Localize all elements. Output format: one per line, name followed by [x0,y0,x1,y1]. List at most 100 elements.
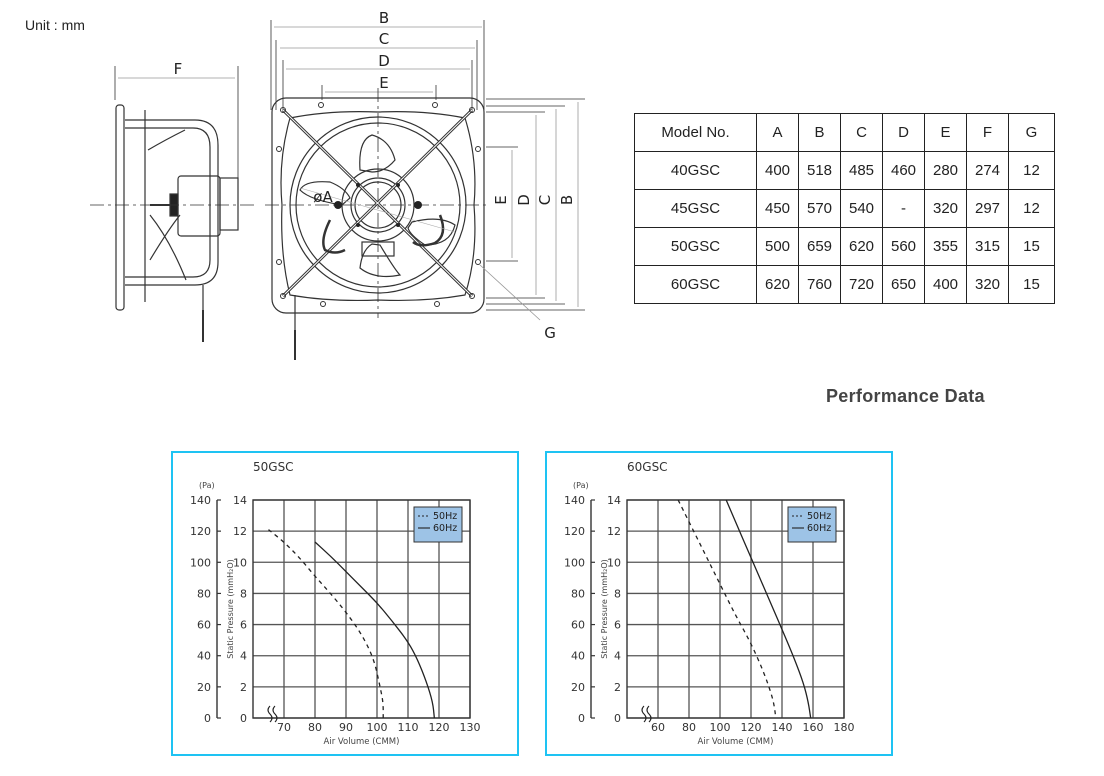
y2-tick: 100 [190,556,211,569]
dim-label-d-right: D [515,194,533,206]
x-tick: 100 [710,721,731,734]
cell: 500 [756,227,799,266]
y-tick: 6 [614,619,621,632]
cell: 400 [756,151,799,190]
header-e: E [924,113,967,152]
secondary-axis-unit: (Pa) [199,481,215,490]
table-header-row: Model No. A B C D E F G [634,113,1055,152]
legend-label: 60Hz [807,523,831,534]
y-tick: 12 [233,525,247,538]
cell: 274 [966,151,1009,190]
x-tick: 120 [741,721,762,734]
header-d: D [882,113,925,152]
cell-model: 60GSC [634,265,757,304]
x-tick: 80 [308,721,322,734]
y-axis-label: Static Pressure (mmH₂O) [226,559,235,658]
table-row: 50GSC 500 659 620 560 355 315 15 [634,227,1055,266]
header-model: Model No. [634,113,757,152]
x-tick: 60 [651,721,665,734]
cell: 450 [756,189,799,228]
cell: 518 [798,151,841,190]
y2-tick: 20 [197,681,211,694]
y-tick: 14 [233,494,247,507]
cell: - [882,189,925,228]
legend-label: 60Hz [433,523,457,534]
secondary-axis-unit: (Pa) [573,481,589,490]
y2-tick: 120 [190,525,211,538]
series-60hz [314,541,435,719]
dim-label-e-right: E [492,195,510,204]
cell: 12 [1008,151,1055,190]
cell-model: 40GSC [634,151,757,190]
y2-tick: 0 [578,712,585,725]
cell: 650 [882,265,925,304]
fan-dimension-drawing: F B C D E E D C B øA G [90,9,585,360]
y2-tick: 40 [571,650,585,663]
cell: 460 [882,151,925,190]
dim-label-e-top: E [379,74,388,92]
x-tick: 100 [367,721,388,734]
y-tick: 2 [614,681,621,694]
y2-tick: 80 [571,587,585,600]
y-tick: 4 [614,650,621,663]
cell: 760 [798,265,841,304]
y2-tick: 0 [204,712,211,725]
y2-tick: 120 [564,525,585,538]
cell-model: 45GSC [634,189,757,228]
table-row: 60GSC 620 760 720 650 400 320 15 [634,265,1055,304]
legend-label: 50Hz [433,511,457,522]
axis-break-icon [267,705,278,723]
dim-label-c-top: C [379,30,389,48]
x-axis-label: Air Volume (CMM) [698,737,774,747]
x-tick: 80 [682,721,696,734]
unit-label: Unit : mm [25,17,85,33]
y-tick: 0 [240,712,247,725]
header-c: C [840,113,883,152]
y-tick: 8 [614,587,621,600]
x-tick: 70 [277,721,291,734]
dimensions-table: Model No. A B C D E F G 40GSC 400 518 48… [634,113,1055,304]
cell: 315 [966,227,1009,266]
x-tick: 140 [772,721,793,734]
cell: 620 [756,265,799,304]
dim-label-g: G [544,324,556,342]
performance-data-title: Performance Data [826,386,985,406]
header-b: B [798,113,841,152]
cell: 320 [924,189,967,228]
dim-label-f: F [174,60,183,78]
y-tick: 12 [607,525,621,538]
x-axis-label: Air Volume (CMM) [324,737,400,747]
legend-label: 50Hz [807,511,831,522]
cell: 355 [924,227,967,266]
dim-label-b-top: B [379,9,389,27]
x-tick: 110 [398,721,419,734]
y-tick: 10 [233,556,247,569]
dim-label-d-top: D [378,52,390,70]
chart-title: 60GSC [627,460,668,474]
y-tick: 4 [240,650,247,663]
cell: 570 [798,189,841,228]
cell: 297 [966,189,1009,228]
cell: 720 [840,265,883,304]
series-50hz [268,529,384,718]
x-tick: 120 [429,721,450,734]
cell: 320 [966,265,1009,304]
series-60hz [725,499,812,719]
y2-tick: 100 [564,556,585,569]
cell: 15 [1008,227,1055,266]
x-tick: 160 [803,721,824,734]
table-row: 45GSC 450 570 540 - 320 297 12 [634,189,1055,228]
cell: 659 [798,227,841,266]
y-axis-label: Static Pressure (mmH₂O) [600,559,609,658]
y2-tick: 140 [190,494,211,507]
front-view-drawing [265,20,585,360]
y2-tick: 60 [197,619,211,632]
y2-tick: 140 [564,494,585,507]
table-row: 40GSC 400 518 485 460 280 274 12 [634,151,1055,190]
y2-tick: 80 [197,587,211,600]
x-tick: 180 [834,721,855,734]
